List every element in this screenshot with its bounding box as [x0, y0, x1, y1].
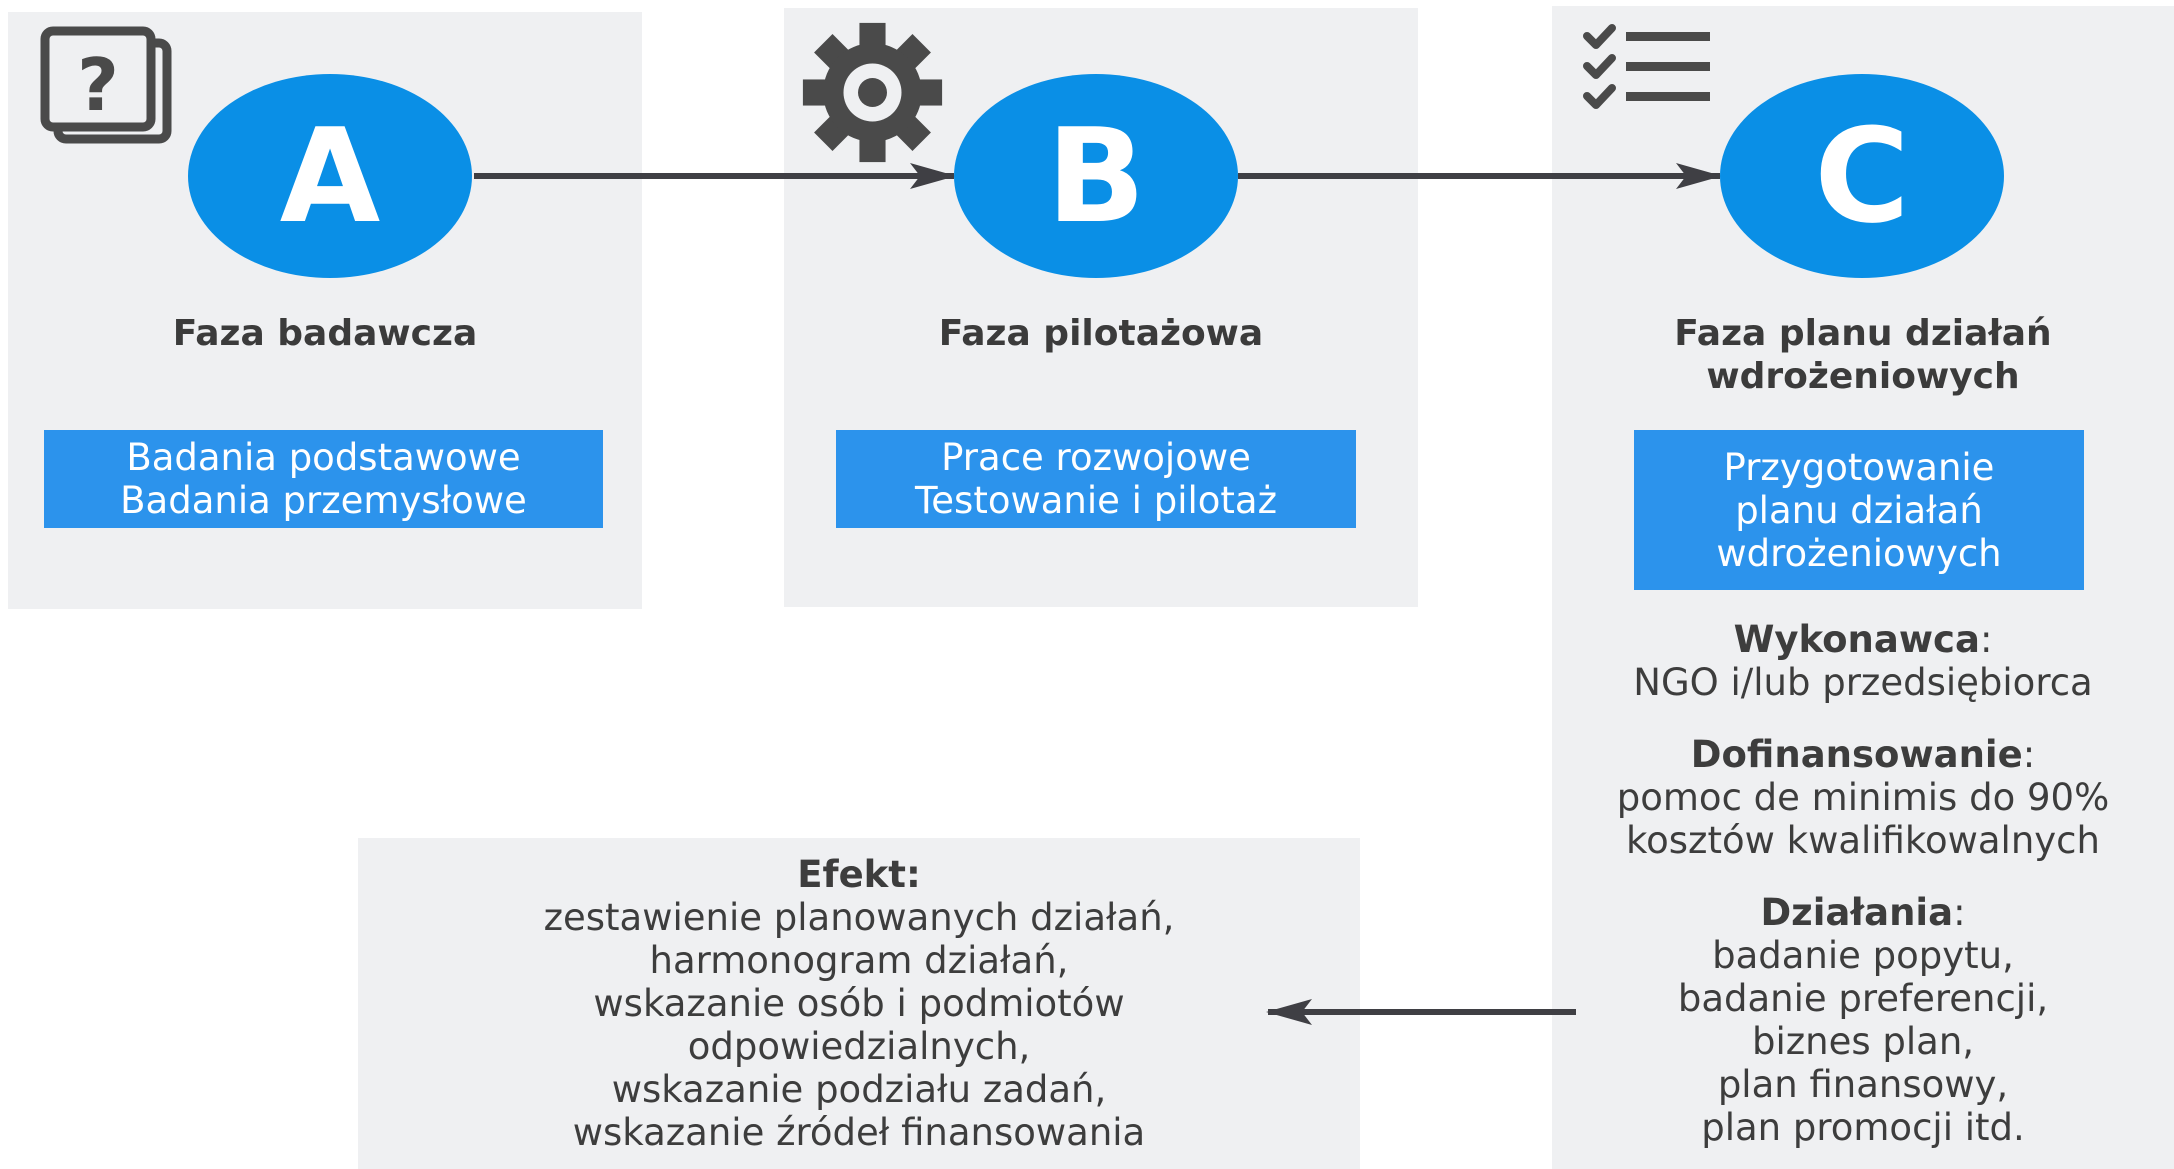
- funding-line-1: pomoc de minimis do 90%: [1616, 776, 2110, 819]
- phase-c-box-line-3: wdrożeniowych: [1716, 531, 2002, 575]
- question-document-icon: ?: [40, 26, 172, 144]
- contractor-block: Wykonawca: NGO i/lub przedsiębiorca: [1552, 618, 2174, 704]
- effect-line-4: odpowiedzialnych,: [687, 1025, 1031, 1068]
- effect-line-6: wskazanie źródeł finansowania: [572, 1111, 1146, 1154]
- checklist-icon: [1583, 24, 1710, 109]
- phase-c-box-line-1: Przygotowanie: [1723, 445, 1995, 489]
- actions-line-5: plan promocji itd.: [1701, 1106, 2025, 1149]
- effect-line-5: wskazanie podziału zadań,: [611, 1068, 1107, 1111]
- phase-c-title-line-2: wdrożeniowych: [1706, 356, 2020, 397]
- phase-a-box-line-2: Badania przemysłowe: [120, 479, 527, 522]
- effect-heading: Efekt:: [358, 853, 1360, 896]
- actions-heading: Działania:: [1552, 891, 2174, 934]
- contractor-value: NGO i/lub przedsiębiorca: [1633, 661, 2093, 704]
- phase-b-box: Prace rozwojowe Testowanie i pilotaż: [836, 430, 1356, 528]
- actions-line-1: badanie popytu,: [1712, 934, 2014, 977]
- svg-text:?: ?: [77, 43, 119, 127]
- phase-b-title-line: Faza pilotażowa: [938, 313, 1264, 354]
- effect-label: Efekt:: [797, 853, 921, 896]
- phase-c-title-line-1: Faza planu działań: [1674, 313, 2052, 354]
- contractor-heading: Wykonawca:: [1552, 618, 2174, 661]
- gear-icon: [802, 22, 943, 163]
- contractor-label: Wykonawca: [1733, 618, 1980, 661]
- phase-b-box-line-2: Testowanie i pilotaż: [914, 479, 1277, 522]
- actions-line-4: plan finansowy,: [1717, 1063, 2009, 1106]
- phase-c-box: Przygotowanie planu działań wdrożeniowyc…: [1634, 430, 2084, 590]
- actions-block: Działania: badanie popytu, badanie prefe…: [1552, 891, 2174, 1149]
- phase-a-box: Badania podstawowe Badania przemysłowe: [44, 430, 603, 528]
- actions-label: Działania: [1760, 891, 1954, 934]
- contractor-sep: :: [1979, 618, 1993, 661]
- actions-sep: :: [1953, 891, 1966, 934]
- phase-b-title: Faza pilotażowa: [784, 312, 1418, 355]
- phase-a-title-line: Faza badawcza: [172, 313, 478, 354]
- phase-b-box-line-1: Prace rozwojowe: [941, 436, 1251, 479]
- effect-panel: [358, 838, 1360, 1169]
- phase-c-circle: C: [1720, 74, 2004, 278]
- phase-b-circle: B: [954, 74, 1238, 278]
- phase-c-box-line-2: planu działań: [1735, 488, 1983, 532]
- funding-block: Dofinansowanie: pomoc de minimis do 90% …: [1552, 733, 2174, 862]
- funding-sep: :: [2022, 733, 2036, 776]
- funding-label: Dofinansowanie: [1690, 733, 2023, 776]
- actions-line-3: biznes plan,: [1751, 1020, 1975, 1063]
- effect-line-1: zestawienie planowanych działań,: [543, 896, 1175, 939]
- effect-block: Efekt: zestawienie planowanych działań, …: [358, 853, 1360, 1154]
- phase-c-title: Faza planu działań wdrożeniowych: [1552, 312, 2174, 398]
- effect-line-2: harmonogram działań,: [649, 939, 1069, 982]
- phase-a-box-line-1: Badania podstawowe: [126, 436, 521, 479]
- funding-heading: Dofinansowanie:: [1552, 733, 2174, 776]
- effect-line-3: wskazanie osób i podmiotów: [593, 982, 1125, 1025]
- phase-a-circle: A: [188, 74, 472, 278]
- phase-a-title: Faza badawcza: [8, 312, 642, 355]
- actions-line-2: badanie preferencji,: [1677, 977, 2049, 1020]
- funding-line-2: kosztów kwalifikowalnych: [1626, 819, 2100, 862]
